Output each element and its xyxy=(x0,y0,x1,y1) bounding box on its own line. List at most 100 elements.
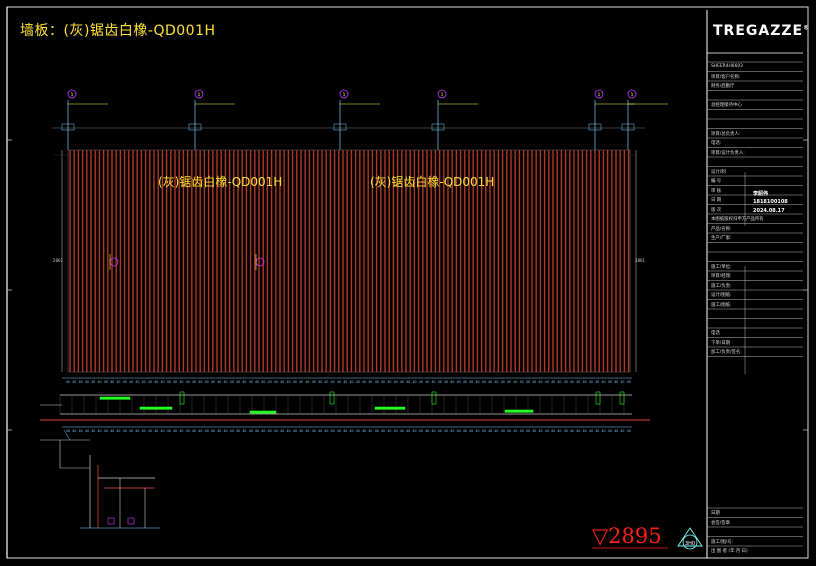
brand-logo-registered: ® xyxy=(803,24,811,32)
plan-post xyxy=(431,391,437,405)
title-block-row-text: 财务/后勤厅 xyxy=(711,84,735,89)
dim-string-top: 40 xyxy=(280,380,284,384)
dim-string-bottom: 40 xyxy=(79,429,83,433)
dim-string-bottom: 40 xyxy=(217,429,221,433)
dim-string-top: 40 xyxy=(570,380,574,384)
title-block-row-text: 施工/单位: xyxy=(711,264,732,270)
title-block-row-text: 设计/图纸: xyxy=(711,293,732,298)
dim-text-left: 2861 xyxy=(53,258,64,263)
panel-label-right: (灰)锯齿白橡-QD001H xyxy=(370,175,495,189)
dim-string-top: 40 xyxy=(72,380,76,384)
dim-string-bottom: 40 xyxy=(438,429,442,433)
title-block-number: 1818100108 xyxy=(753,199,788,205)
plan-green-bar xyxy=(99,396,131,400)
dim-string-bottom: 40 xyxy=(608,429,612,433)
dim-string-bottom: 40 xyxy=(526,429,530,433)
dim-string-bottom: 40 xyxy=(255,429,259,433)
dim-string-bottom: 40 xyxy=(324,429,328,433)
callout-circle xyxy=(67,89,77,99)
dim-string-top: 40 xyxy=(614,380,618,384)
dim-string-top: 40 xyxy=(564,380,568,384)
dim-string-bottom: 40 xyxy=(205,429,209,433)
dim-string-bottom: 40 xyxy=(268,429,272,433)
dim-string-bottom: 40 xyxy=(312,429,316,433)
dim-string-top: 40 xyxy=(116,380,120,384)
callout-number: 1 xyxy=(441,92,444,97)
title-block-row-text: 施工/负责: xyxy=(711,283,732,289)
dim-string-top: 40 xyxy=(179,380,183,384)
title-block-row-text: 项目/总负责人: xyxy=(711,131,741,137)
callout-tag xyxy=(188,123,202,131)
dim-string-bottom: 40 xyxy=(513,429,517,433)
dim-string-bottom: 40 xyxy=(444,429,448,433)
section-marker-circle xyxy=(682,534,698,550)
dim-string-top: 40 xyxy=(324,380,328,384)
dim-string-bottom: 40 xyxy=(564,429,568,433)
dim-string-top: 40 xyxy=(450,380,454,384)
dim-string-bottom: 40 xyxy=(520,429,524,433)
dim-string-bottom: 40 xyxy=(595,429,599,433)
dim-string-bottom: 40 xyxy=(589,429,593,433)
dim-string-bottom: 40 xyxy=(85,429,89,433)
callout-tag xyxy=(61,123,75,131)
dim-string-top: 40 xyxy=(167,380,171,384)
callout-number: 1 xyxy=(631,92,634,97)
dim-string-bottom: 40 xyxy=(545,429,549,433)
section-marker-text: 3H0 xyxy=(685,541,695,547)
dim-string-bottom: 40 xyxy=(211,429,215,433)
callout-number: 1 xyxy=(343,92,346,97)
title-block-bottom-row-text: 会签/签章 xyxy=(711,520,731,526)
dim-string-bottom: 40 xyxy=(280,429,284,433)
dim-string-bottom: 40 xyxy=(387,429,391,433)
dim-string-bottom: 40 xyxy=(299,429,303,433)
dim-string-top: 40 xyxy=(551,380,555,384)
title-block-date: 2024.08.17 xyxy=(753,208,785,214)
dim-string-bottom: 40 xyxy=(583,429,587,433)
dim-string-top: 40 xyxy=(66,380,70,384)
section-marker-triangle xyxy=(677,527,703,547)
dim-string-top: 40 xyxy=(154,380,158,384)
dim-string-top: 40 xyxy=(249,380,253,384)
dim-string-bottom: 40 xyxy=(142,429,146,433)
plan-post xyxy=(179,391,185,405)
dim-string-bottom: 40 xyxy=(507,429,511,433)
dim-string-bottom: 40 xyxy=(192,429,196,433)
dim-string-top: 40 xyxy=(507,380,511,384)
callout-circle xyxy=(594,89,604,99)
dim-string-bottom: 40 xyxy=(494,429,498,433)
dim-string-top: 40 xyxy=(350,380,354,384)
callout-tag xyxy=(621,123,635,131)
callout-number: 1 xyxy=(198,92,201,97)
plan-green-bar xyxy=(249,410,277,414)
dim-string-bottom: 40 xyxy=(91,429,95,433)
dim-string-bottom: 40 xyxy=(431,429,435,433)
title-block-row-text: 设计/制 xyxy=(711,169,726,175)
dim-string-top: 40 xyxy=(375,380,379,384)
dim-string-top: 40 xyxy=(513,380,517,384)
title-block-row-text: SHEER4H6603 xyxy=(711,64,743,69)
dim-string-top: 40 xyxy=(501,380,505,384)
dim-string-top: 40 xyxy=(129,380,133,384)
plan-post xyxy=(619,391,625,405)
title-block-bottom-row-text: 施工/图/号: xyxy=(711,539,734,545)
dim-string-top: 40 xyxy=(261,380,265,384)
dim-string-bottom: 40 xyxy=(135,429,139,433)
dim-string-top: 40 xyxy=(337,380,341,384)
dim-string-top: 40 xyxy=(211,380,215,384)
dim-string-bottom: 40 xyxy=(450,429,454,433)
callout-circle xyxy=(339,89,349,99)
dim-string-top: 40 xyxy=(381,380,385,384)
dim-string-bottom: 40 xyxy=(236,429,240,433)
dim-string-top: 40 xyxy=(469,380,473,384)
dim-string-top: 40 xyxy=(526,380,530,384)
title-block-bottom-row-text: 日期 xyxy=(711,511,720,516)
dim-string-top: 40 xyxy=(595,380,599,384)
dim-string-top: 40 xyxy=(545,380,549,384)
dim-string-top: 40 xyxy=(79,380,83,384)
dim-string-bottom: 40 xyxy=(463,429,467,433)
dim-string-bottom: 40 xyxy=(186,429,190,433)
dim-string-bottom: 40 xyxy=(198,429,202,433)
callout-tag xyxy=(588,123,602,131)
title-block-row-text: 下单/日期 xyxy=(711,340,731,346)
